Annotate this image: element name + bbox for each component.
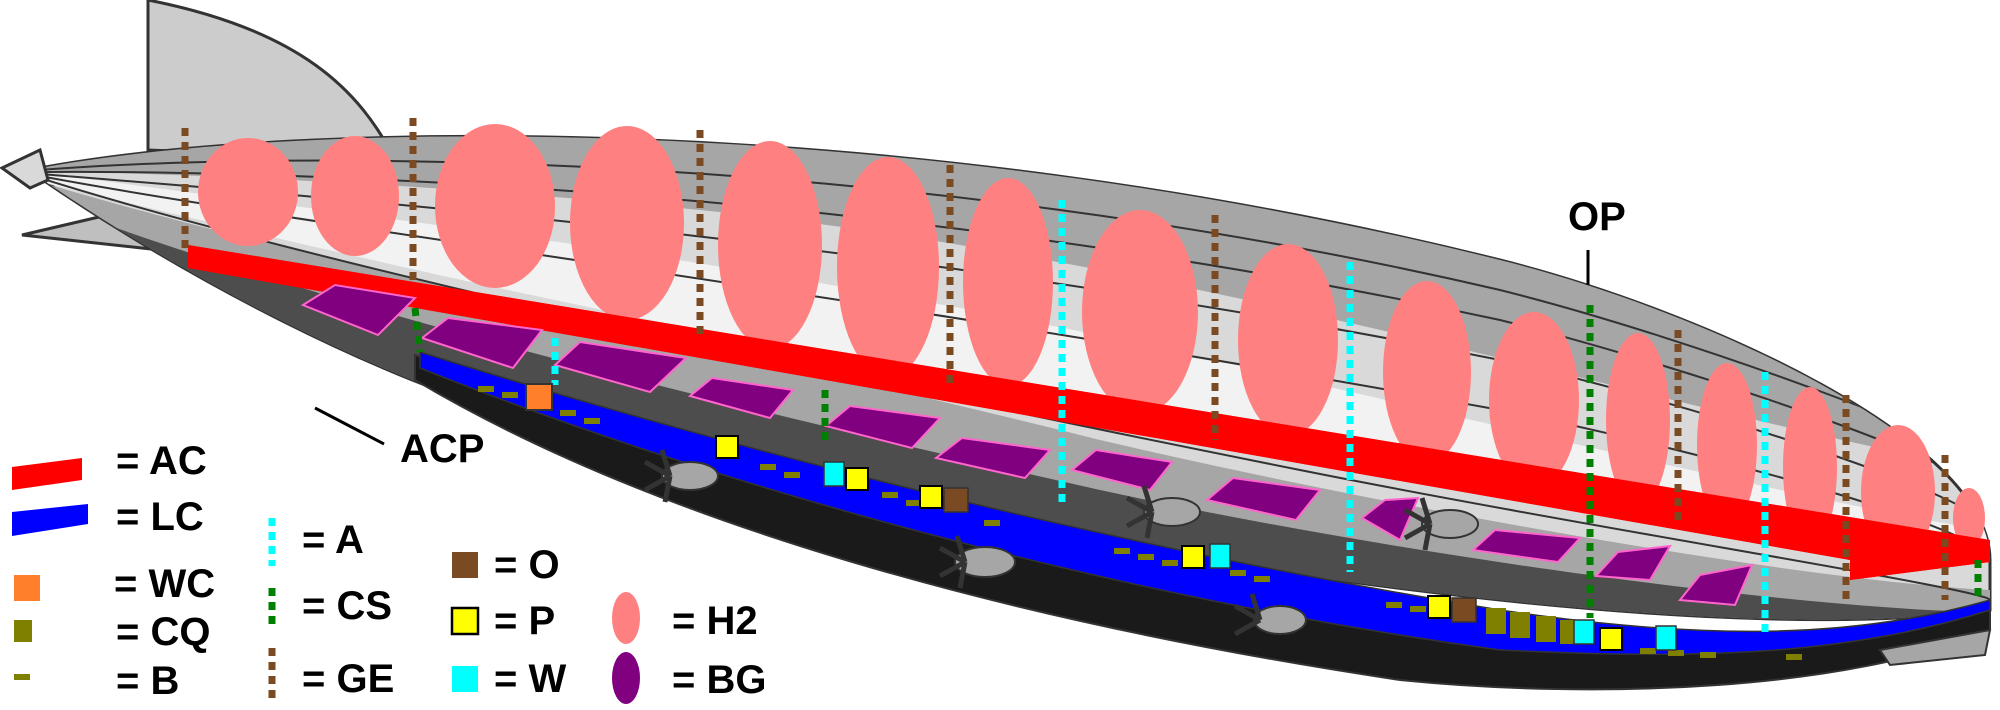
legend-p: = P: [494, 599, 555, 643]
legend-wc: = WC: [114, 562, 215, 606]
water-closet: [525, 383, 553, 411]
legend-p-symbol: [450, 606, 480, 636]
legend-cq: = CQ: [116, 610, 210, 654]
legend-ac: = AC: [116, 439, 207, 483]
oil-tanks: [943, 487, 1477, 623]
legend-w: = W: [494, 657, 566, 701]
stern-gondola: [1878, 628, 1992, 667]
fuel-tanks: [715, 435, 1623, 651]
engine-props: [643, 449, 1479, 637]
legend-bg-symbol: [612, 652, 640, 704]
legend-h2: = H2: [672, 599, 758, 643]
legend-cs: = CS: [302, 584, 392, 628]
gas-cells: [198, 124, 1985, 559]
legend-o: = O: [494, 543, 560, 587]
water-tanks: [823, 461, 1677, 651]
legend-lc: = LC: [116, 495, 204, 539]
legend-lc-symbol: [12, 504, 88, 536]
bunks: [478, 386, 1802, 660]
legend-wc-symbol: [14, 575, 40, 601]
legend-a: = A: [302, 518, 364, 562]
legend: = AC = LC = WC = CQ = B = A = CS = GE = …: [12, 439, 766, 704]
crew-quarters: [1486, 608, 1580, 644]
nose-cone: [0, 147, 50, 190]
legend-ge: = GE: [302, 657, 394, 701]
ballonets: [300, 283, 1754, 607]
axial-corridor-top: [188, 245, 1990, 580]
vent-shafts: [551, 200, 1769, 632]
legend-ac-symbol: [12, 458, 82, 490]
legend-o-symbol: [452, 552, 478, 578]
legend-cq-symbol: [14, 620, 32, 642]
gas-exhaust-shafts: [181, 118, 1949, 605]
legend-bg: = BG: [672, 658, 766, 702]
callout-acp: ACP: [400, 427, 484, 471]
legend-b: = B: [116, 659, 179, 703]
climbing-shafts: [411, 305, 1982, 618]
acp-leader: [314, 406, 385, 446]
lower-corridor: [419, 350, 1991, 656]
legend-w-symbol: [452, 666, 478, 692]
callout-op: OP: [1568, 195, 1626, 239]
legend-h2-symbol: [612, 592, 640, 644]
legend-b-symbol: [14, 674, 30, 680]
